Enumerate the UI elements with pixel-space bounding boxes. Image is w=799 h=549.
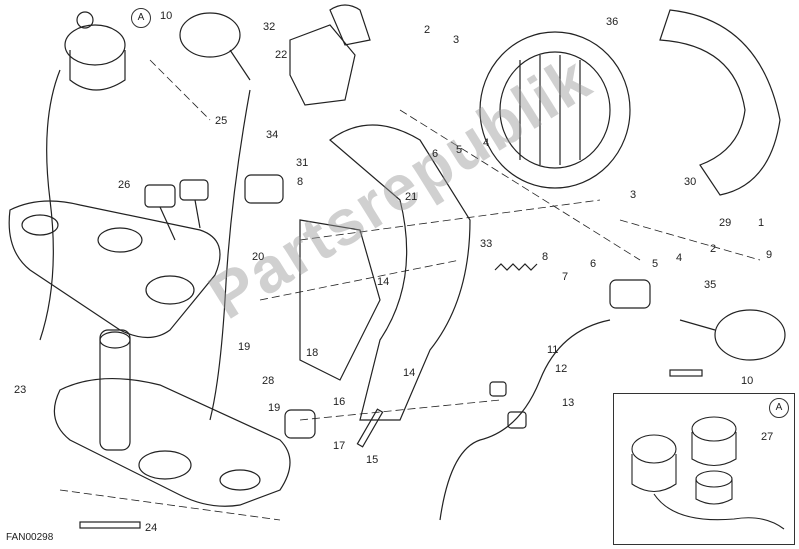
callout-6[interactable]: 6 [432, 148, 439, 160]
callout-15[interactable]: 15 [366, 454, 379, 466]
inset-drawing [631, 416, 785, 530]
lower-triple-clamp[interactable] [53, 377, 291, 507]
callout-31[interactable]: 31 [296, 157, 309, 169]
callout-35[interactable]: 35 [704, 279, 717, 291]
wiring-harness [39, 69, 251, 421]
callout-6b[interactable]: 6 [590, 258, 597, 270]
callout-11[interactable]: 11 [547, 344, 559, 356]
callout-27[interactable]: 27 [761, 431, 774, 443]
callout-18[interactable]: 18 [306, 347, 319, 359]
grommet-12[interactable] [489, 381, 507, 397]
spring-7[interactable] [494, 263, 538, 271]
callout-9[interactable]: 9 [766, 249, 773, 261]
grommet-13[interactable] [507, 411, 527, 429]
headlight-rim[interactable] [659, 9, 781, 196]
diagram-code: FAN00298 [6, 532, 54, 543]
upper-triple-clamp[interactable] [8, 200, 221, 339]
bolt-16[interactable] [356, 408, 384, 448]
callout-1[interactable]: 1 [758, 217, 765, 229]
headlight-bracket[interactable] [299, 124, 471, 421]
callout-32[interactable]: 32 [263, 21, 276, 33]
callout-4[interactable]: 4 [483, 137, 490, 149]
ignition-keys[interactable] [144, 179, 209, 241]
turn-indicator-front-left[interactable] [179, 12, 251, 81]
inset-marker-a: A [769, 398, 789, 418]
callout-17[interactable]: 17 [333, 440, 346, 452]
callout-21[interactable]: 21 [405, 191, 418, 203]
callout-14[interactable]: 14 [377, 276, 390, 288]
callout-5[interactable]: 5 [456, 144, 463, 156]
callout-2[interactable]: 2 [424, 24, 431, 36]
callout-14b[interactable]: 14 [403, 367, 416, 379]
callout-20[interactable]: 20 [252, 251, 265, 263]
callout-36[interactable]: 36 [606, 16, 619, 28]
callout-12[interactable]: 12 [555, 363, 568, 375]
callout-3[interactable]: 3 [453, 34, 460, 46]
callout-3b[interactable]: 3 [630, 189, 637, 201]
callout-24[interactable]: 24 [145, 522, 158, 534]
callout-23[interactable]: 23 [14, 384, 27, 396]
inset-detail-a: A [613, 393, 795, 545]
callout-30[interactable]: 30 [684, 176, 697, 188]
bolt-24[interactable] [79, 521, 141, 529]
callout-8b[interactable]: 8 [542, 251, 549, 263]
callout-33[interactable]: 33 [480, 238, 493, 250]
relay-34[interactable] [244, 174, 284, 204]
callout-19b[interactable]: 19 [268, 402, 281, 414]
relay-35[interactable] [609, 279, 651, 309]
callout-26[interactable]: 26 [118, 179, 131, 191]
indicator-cable [439, 319, 611, 521]
headlight-body[interactable] [479, 31, 631, 189]
cover-plate[interactable] [289, 4, 371, 106]
callout-22[interactable]: 22 [275, 49, 288, 61]
turn-indicator-front-right[interactable] [679, 309, 786, 361]
callout-19[interactable]: 19 [238, 341, 251, 353]
callout-34[interactable]: 34 [266, 129, 279, 141]
callout-13[interactable]: 13 [562, 397, 575, 409]
ignition-switch[interactable] [64, 11, 126, 91]
callout-5b[interactable]: 5 [652, 258, 659, 270]
callout-29[interactable]: 29 [719, 217, 732, 229]
marker-a-main: A [131, 8, 151, 28]
callout-10b[interactable]: 10 [741, 375, 754, 387]
steering-stem[interactable] [99, 329, 131, 451]
callout-4b[interactable]: 4 [676, 252, 683, 264]
dome-17[interactable] [284, 409, 316, 439]
callout-10[interactable]: 10 [160, 10, 173, 22]
bolt-10[interactable] [669, 369, 703, 377]
callout-2b[interactable]: 2 [710, 243, 717, 255]
callout-7[interactable]: 7 [562, 271, 569, 283]
callout-16[interactable]: 16 [333, 396, 346, 408]
callout-28[interactable]: 28 [262, 375, 275, 387]
callout-25[interactable]: 25 [215, 115, 228, 127]
callout-8[interactable]: 8 [297, 176, 304, 188]
